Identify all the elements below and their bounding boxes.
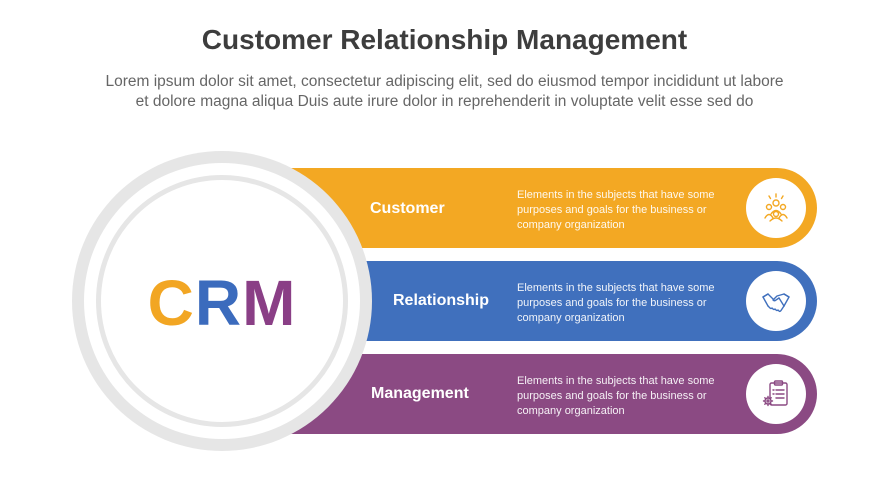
subtitle-line-1: Lorem ipsum dolor sit amet, consectetur … bbox=[105, 73, 784, 90]
people-group-icon bbox=[764, 193, 788, 222]
desc-line: purposes and goals for the business or bbox=[517, 204, 707, 216]
bar-desc-management: Elements in the subjects that have some … bbox=[517, 374, 747, 419]
desc-line: company organization bbox=[517, 219, 625, 231]
bar-customer: Customer Elements in the subjects that h… bbox=[290, 168, 817, 248]
desc-line: company organization bbox=[517, 312, 625, 324]
icon-circle-relationship bbox=[746, 271, 806, 331]
desc-line: company organization bbox=[517, 405, 625, 417]
crm-inner-ring bbox=[96, 175, 348, 427]
desc-line: Elements in the subjects that have some bbox=[517, 282, 715, 294]
bar-title-management: Management bbox=[371, 385, 469, 402]
crm-logo-text: CRM bbox=[96, 268, 348, 338]
icon-circle-customer bbox=[746, 178, 806, 238]
bar-title-customer: Customer bbox=[370, 200, 445, 217]
desc-line: Elements in the subjects that have some bbox=[517, 189, 715, 201]
bar-desc-customer: Elements in the subjects that have some … bbox=[517, 188, 747, 233]
bar-desc-relationship: Elements in the subjects that have some … bbox=[517, 281, 747, 326]
page-subtitle: Lorem ipsum dolor sit amet, consectetur … bbox=[40, 72, 849, 112]
crm-letter-c: C bbox=[147, 267, 195, 339]
handshake-icon bbox=[762, 293, 790, 313]
crm-letter-r: R bbox=[194, 267, 243, 339]
bar-title-relationship: Relationship bbox=[393, 292, 490, 309]
subtitle-line-2: et dolore magna aliqua Duis aute irure d… bbox=[135, 93, 754, 110]
page-title: Customer Relationship Management bbox=[201, 24, 688, 55]
desc-line: purposes and goals for the business or bbox=[517, 390, 707, 402]
clipboard-gear-icon bbox=[762, 380, 788, 407]
desc-line: Elements in the subjects that have some bbox=[517, 375, 715, 387]
bar-relationship: Relationship Elements in the subjects th… bbox=[290, 261, 817, 341]
crm-letter-m: M bbox=[242, 267, 297, 339]
icon-circle-management bbox=[746, 364, 806, 424]
desc-line: purposes and goals for the business or bbox=[517, 297, 707, 309]
bar-management: Management Elements in the subjects that… bbox=[290, 354, 817, 434]
